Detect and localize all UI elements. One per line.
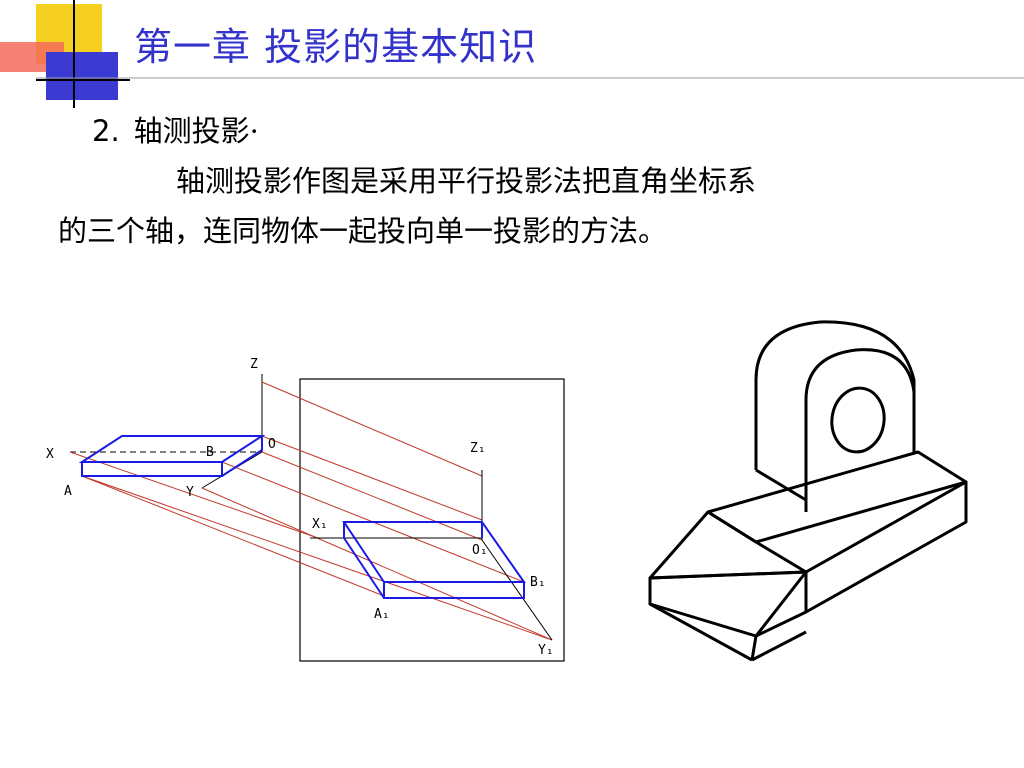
label-x: X — [46, 447, 54, 462]
section-heading: 2. 轴测投影· — [92, 108, 259, 150]
label-b: B — [206, 445, 214, 460]
isometric-part-drawing — [648, 320, 968, 662]
label-x1: X₁ — [312, 517, 328, 532]
original-object — [78, 435, 266, 477]
label-a1: A₁ — [374, 607, 390, 622]
label-z1: Z₁ — [470, 441, 486, 456]
slide-title: 第一章 投影的基本知识 — [134, 25, 538, 69]
projected-object — [342, 521, 526, 599]
label-b1: B₁ — [530, 575, 546, 590]
label-y1: Y₁ — [538, 643, 554, 658]
body-paragraph: 轴测投影作图是采用平行投影法把直角坐标系 的三个轴，连同物体一起投向单一投影的方… — [58, 156, 978, 256]
label-y: Y — [186, 485, 194, 500]
axonometric-projection-diagram: Z X O B A Y Z₁ X₁ O₁ B₁ A₁ Y₁ — [46, 357, 565, 662]
projection-plane — [299, 378, 565, 662]
section-heading-text: 轴测投影· — [133, 114, 259, 148]
label-a: A — [64, 484, 72, 499]
label-o: O — [268, 437, 276, 452]
projection-rays — [69, 381, 553, 641]
section-number: 2. — [92, 114, 120, 148]
body-line-2: 的三个轴，连同物体一起投向单一投影的方法。 — [58, 214, 668, 248]
corner-decoration — [0, 0, 1024, 108]
label-o1: O₁ — [472, 543, 488, 558]
body-line-1: 轴测投影作图是采用平行投影法把直角坐标系 — [176, 164, 757, 198]
label-z: Z — [250, 357, 258, 372]
